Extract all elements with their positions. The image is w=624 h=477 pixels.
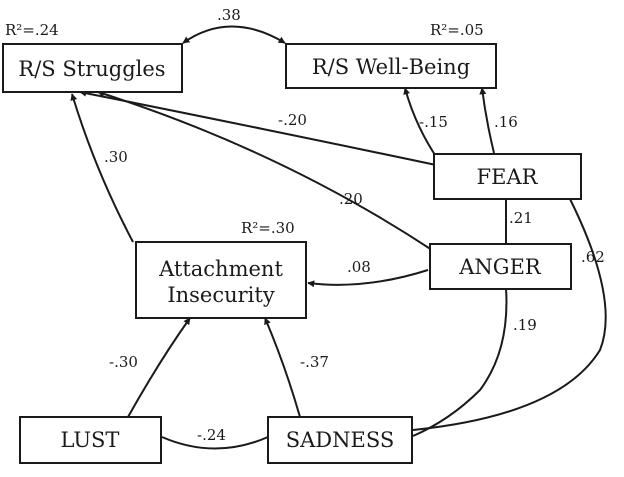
path-fear-sadness bbox=[412, 198, 607, 431]
node-attachment-label-line1: Attachment bbox=[158, 257, 283, 281]
coef-attachment-struggles: .30 bbox=[104, 148, 128, 166]
r2-attachment: R²=.30 bbox=[241, 219, 295, 237]
coef-fear-sadness: .62 bbox=[581, 248, 605, 266]
node-anger-label: ANGER bbox=[458, 255, 542, 279]
node-lust-label: LUST bbox=[61, 428, 120, 452]
node-rs-struggles-label: R/S Struggles bbox=[18, 57, 165, 81]
path-anger-struggles bbox=[97, 90, 433, 251]
coef-struggles-wellbeing: .38 bbox=[217, 6, 241, 24]
coef-anger-sadness: .19 bbox=[513, 316, 537, 334]
path-anger-sadness bbox=[412, 287, 508, 437]
coef-fear-anger: .21 bbox=[509, 209, 533, 227]
node-fear: FEAR bbox=[433, 153, 582, 200]
path-fear-wellbeing-a bbox=[403, 87, 438, 159]
path-lust-attachment bbox=[127, 317, 191, 418]
coef-fear-wellbeing-b: .16 bbox=[494, 113, 518, 131]
path-sadness-attachment bbox=[264, 317, 301, 418]
coef-fear-wellbeing-a: -.15 bbox=[419, 113, 448, 131]
node-rs-wellbeing-label: R/S Well-Being bbox=[312, 55, 470, 79]
path-anger-attachment bbox=[307, 269, 429, 288]
node-fear-label: FEAR bbox=[477, 165, 539, 189]
r2-rs-struggles: R²=.24 bbox=[5, 21, 59, 39]
node-attachment-label-line2: Insecurity bbox=[167, 283, 275, 307]
r2-rs-wellbeing: R²=.05 bbox=[430, 21, 484, 39]
node-lust: LUST bbox=[19, 416, 162, 464]
coef-anger-attachment: .08 bbox=[347, 258, 371, 276]
node-rs-wellbeing: R/S Well-Being R²=.05 bbox=[285, 21, 497, 89]
coef-lust-attachment: -.30 bbox=[109, 353, 138, 371]
coef-anger-struggles: .20 bbox=[339, 190, 363, 208]
path-struggles-wellbeing bbox=[182, 25, 286, 44]
coef-lust-sadness: -.24 bbox=[197, 426, 226, 444]
node-sadness-label: SADNESS bbox=[286, 428, 395, 452]
path-lust-sadness bbox=[161, 436, 269, 450]
path-fear-wellbeing-b bbox=[479, 87, 495, 154]
path-attachment-struggles bbox=[70, 93, 134, 243]
node-rs-struggles: R/S Struggles R²=.24 bbox=[2, 21, 183, 93]
coef-fear-struggles: -.20 bbox=[278, 111, 307, 129]
coef-sadness-attachment: -.37 bbox=[300, 353, 329, 371]
node-attachment: Attachment Insecurity R²=.30 bbox=[135, 219, 307, 319]
node-anger: ANGER bbox=[429, 243, 572, 290]
node-sadness: SADNESS bbox=[267, 416, 413, 464]
